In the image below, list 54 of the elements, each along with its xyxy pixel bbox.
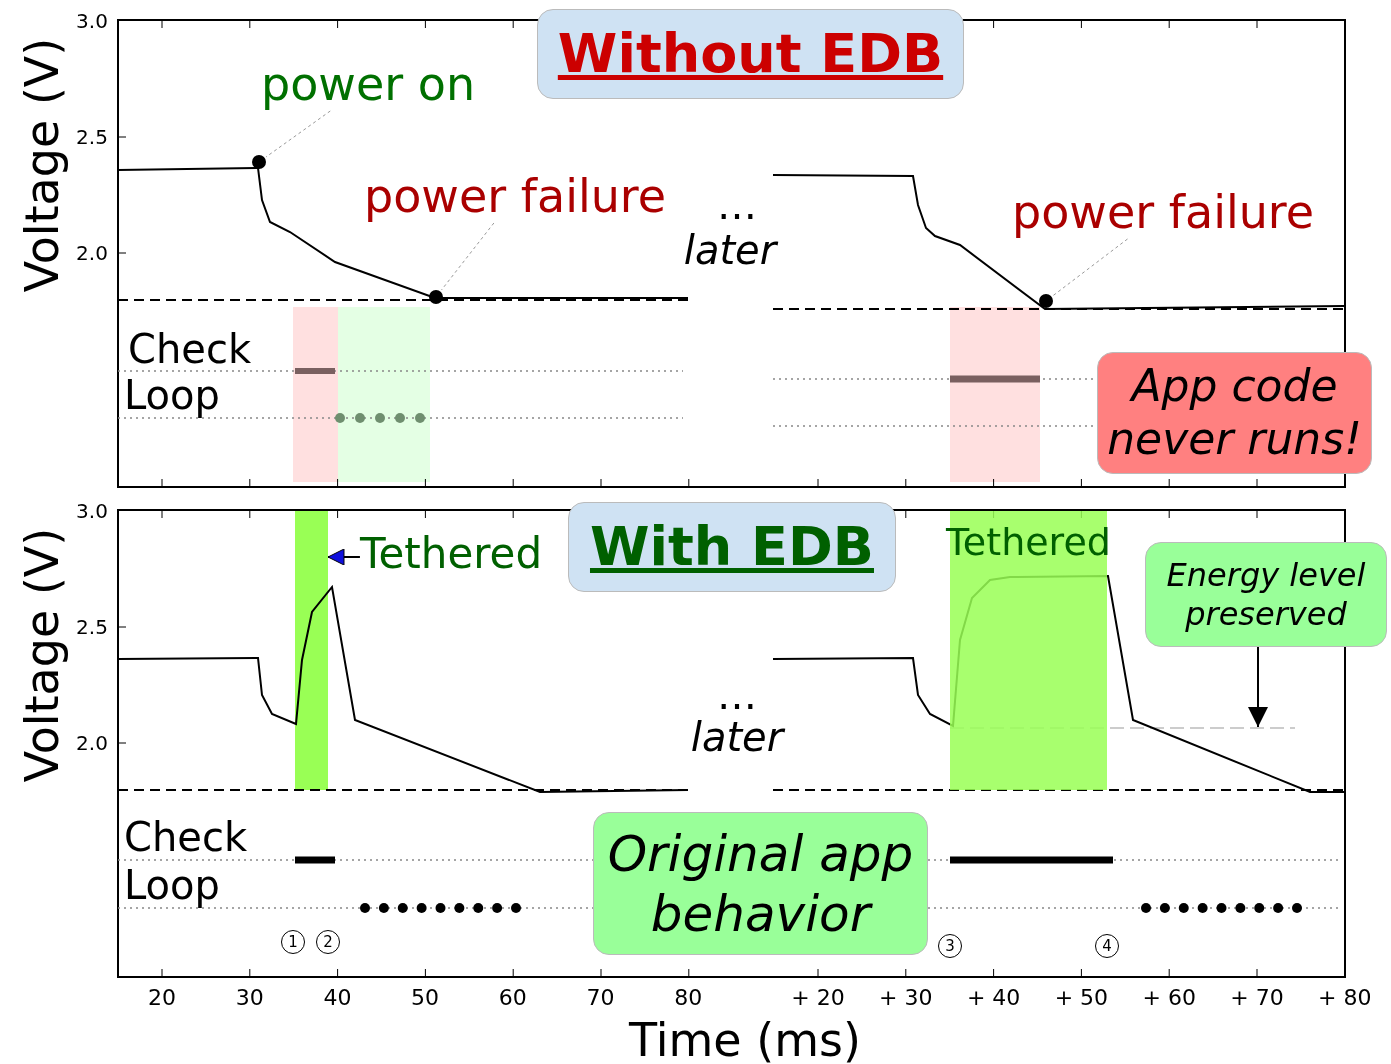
annotation-text: power on (260, 57, 476, 111)
arrow (327, 548, 361, 566)
tick-label: + 20 (791, 987, 845, 1009)
tick-label: + 80 (1318, 987, 1372, 1009)
tick-label: 3.0 (76, 11, 108, 31)
tick-label: 70 (586, 987, 615, 1009)
break-note: … (717, 675, 757, 715)
tick-label: 30 (235, 987, 264, 1009)
break-note: … (717, 185, 757, 225)
tick-label: + 40 (966, 987, 1021, 1009)
tick-label: + 30 (879, 987, 933, 1009)
callout-number: 1 (281, 930, 305, 954)
leader-line (1052, 238, 1128, 297)
tick-label: 2.0 (76, 733, 108, 753)
tick-label: 80 (674, 987, 703, 1009)
callout-text: Energy level preserved (1165, 556, 1367, 633)
break-note: later (690, 717, 784, 757)
callout-box (537, 9, 964, 99)
tick-label: 40 (323, 987, 352, 1009)
leader-line (265, 110, 331, 158)
callout-number: 4 (1095, 934, 1119, 958)
tick-label: + 70 (1230, 987, 1284, 1009)
tick-label: 2.0 (76, 243, 108, 263)
callout-text: Original app behavior (606, 823, 915, 944)
callout-text: App code never runs! (1106, 360, 1363, 466)
row-label: Check (128, 329, 252, 369)
tick-label: 60 (498, 987, 527, 1009)
callout-box (568, 502, 896, 592)
marker-dot (429, 290, 443, 304)
annotation-text: power failure (1011, 185, 1315, 239)
tick-label: 2.5 (76, 127, 108, 147)
callout-box (1145, 542, 1387, 647)
callout-box (1097, 352, 1372, 474)
callout-number: 3 (938, 934, 962, 958)
row-label: Check (124, 817, 248, 857)
axis-title: Time (ms) (629, 1017, 861, 1063)
tick-label: 2.5 (76, 617, 108, 637)
annotation-text: power failure (363, 169, 667, 223)
marker-dot (252, 155, 266, 169)
marker-dot (1039, 294, 1053, 308)
tick-label: 3.0 (76, 501, 108, 521)
callout-box (593, 812, 928, 955)
tick-label: 20 (148, 987, 176, 1009)
leader-line (441, 222, 495, 291)
callout-number: 2 (316, 930, 340, 954)
annotation-text: Tethered (359, 528, 543, 578)
tick-label: + 50 (1054, 987, 1109, 1009)
break-note: later (683, 230, 777, 270)
callout-text: Without EDB (557, 21, 944, 87)
tick-label: 50 (411, 987, 440, 1009)
callout-text: With EDB (590, 514, 874, 580)
tick-label: + 60 (1142, 987, 1196, 1009)
tethered-band (295, 511, 328, 790)
arrow (1248, 646, 1268, 728)
